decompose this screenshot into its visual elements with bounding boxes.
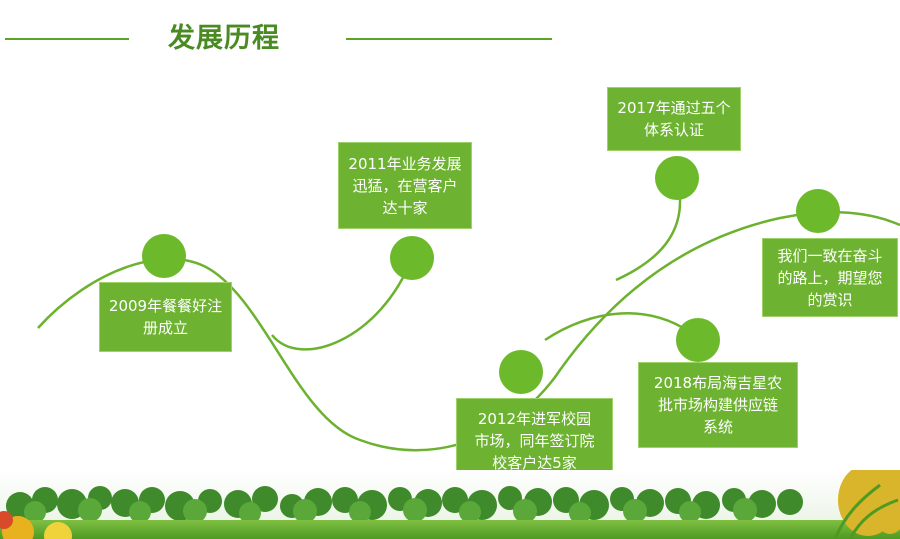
node-2011 [390, 236, 434, 280]
title-rule-right [346, 38, 552, 40]
node-end [796, 189, 840, 233]
milestone-2011: 2011年业务发展 迅猛，在营客户 达十家 [338, 142, 472, 229]
node-2018 [676, 318, 720, 362]
node-2009 [142, 234, 186, 278]
timeline-branch-2011 [271, 257, 414, 351]
landscape-decoration [0, 470, 900, 539]
milestone-2012: 2012年进军校园 市场，同年签订院 校客户达5家 [456, 398, 613, 484]
milestone-2018: 2018布局海吉星农 批市场构建供应链 系统 [638, 362, 798, 448]
milestone-vision: 我们一致在奋斗 的路上，期望您 的赏识 [762, 238, 898, 317]
timeline-branch-2018 [544, 312, 699, 342]
milestone-2009: 2009年餐餐好注 册成立 [99, 282, 232, 352]
page-title: 发展历程 [168, 23, 280, 54]
title-rule-left [5, 38, 129, 40]
node-2017 [655, 156, 699, 200]
node-2012 [499, 350, 543, 394]
milestone-2017: 2017年通过五个 体系认证 [607, 87, 741, 151]
